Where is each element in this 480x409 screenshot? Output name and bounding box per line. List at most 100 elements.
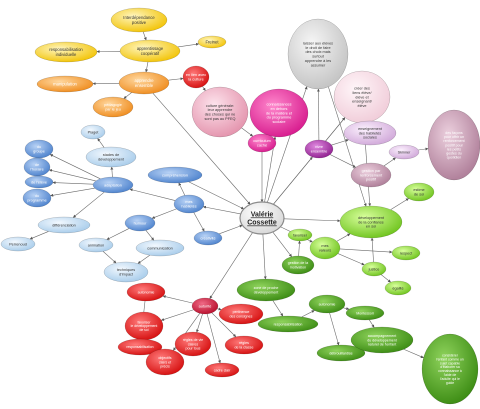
node-label: responsabilisation xyxy=(126,345,153,349)
node-label: des façons xyxy=(445,131,463,135)
node-label: de la confiance xyxy=(358,220,384,224)
connector-line xyxy=(142,31,147,41)
node-label: des habiletés xyxy=(359,131,381,135)
node-label: du programme xyxy=(267,116,292,120)
node-label: des choix mais xyxy=(305,50,330,54)
node-bubble xyxy=(124,214,156,232)
montessori-node: Montessori xyxy=(345,305,385,321)
connector-line xyxy=(272,231,292,257)
node-bubble xyxy=(126,282,166,302)
node-label: renforcement xyxy=(443,139,464,143)
node-label: apprendre à les xyxy=(305,59,331,63)
node-label: la culture xyxy=(188,78,203,82)
connector-line xyxy=(123,92,132,99)
node-bubble xyxy=(197,35,227,49)
dautonomie-node: autonomie xyxy=(308,294,346,314)
node-label: scolaire xyxy=(272,120,285,124)
node-label: mes xyxy=(321,244,328,248)
node-label: élève xyxy=(357,104,366,108)
node-label: en dehors xyxy=(271,107,288,111)
perrenoud-node: Perrenoud xyxy=(0,236,36,252)
node-bubble xyxy=(316,344,366,362)
node-bubble xyxy=(117,338,163,356)
connector-line xyxy=(343,307,350,311)
connector-line xyxy=(178,182,186,196)
connector-line xyxy=(161,309,194,321)
node-label: gestion de la xyxy=(288,261,308,265)
humour-node: humour xyxy=(124,214,156,232)
node-bubble xyxy=(388,144,420,160)
connector-line xyxy=(337,253,365,266)
connector-line xyxy=(202,205,241,215)
node-bubble xyxy=(24,139,54,159)
connector-line xyxy=(97,138,105,148)
node-bubble xyxy=(236,278,296,302)
connector-line xyxy=(297,240,301,257)
node-label: estime xyxy=(413,188,424,192)
node-label: de la matière et xyxy=(266,111,293,115)
node-label: en soi xyxy=(366,225,376,229)
node-label: connaissances xyxy=(266,103,291,107)
node-bubble xyxy=(34,41,98,63)
animation-node: animation xyxy=(78,237,114,253)
node-label: de soi xyxy=(414,193,424,197)
node-label: positif pour xyxy=(445,143,463,147)
node-label: sont pas au PFEQ xyxy=(204,117,235,121)
node-label: Skinner xyxy=(398,150,412,154)
skinner-node: Skinner xyxy=(388,144,420,160)
node-label: clairs et xyxy=(159,360,171,364)
node-bubble xyxy=(308,294,346,314)
freinet-node: Freinet xyxy=(197,35,227,49)
connector-line xyxy=(316,88,320,141)
piaget-node: Piaget xyxy=(80,124,106,140)
node-label: groupe xyxy=(33,150,45,154)
node-label: manipulation xyxy=(53,81,77,86)
node-bubble xyxy=(239,201,285,235)
node-label: de la classe xyxy=(235,345,254,349)
node-label: valeurs xyxy=(319,249,331,253)
connector-line xyxy=(217,307,222,311)
node-label: positif xyxy=(366,178,377,182)
node-label: justice xyxy=(368,267,380,271)
node-label: favoriser xyxy=(137,320,151,324)
creativite-node: créativité xyxy=(193,230,223,246)
connector-line xyxy=(152,93,251,205)
node-bubble xyxy=(218,303,264,325)
connector-line xyxy=(145,230,155,241)
node-bubble xyxy=(391,245,421,261)
node-bubble xyxy=(427,109,480,181)
node-label: objectifs xyxy=(158,356,171,360)
connector-line xyxy=(196,313,203,333)
node-bubble xyxy=(257,315,319,333)
connector-line xyxy=(383,157,396,167)
connector-line xyxy=(106,228,130,240)
node-label: enseignement xyxy=(358,127,383,131)
node-label: zone de proche xyxy=(254,286,279,290)
connector-line xyxy=(272,300,284,317)
connector-line xyxy=(177,42,200,48)
node-bubble xyxy=(350,162,392,188)
connections xyxy=(29,31,429,364)
connector-line xyxy=(211,312,237,338)
node-bubble xyxy=(24,175,54,189)
node-label: élève et xyxy=(355,95,369,99)
node-bubble xyxy=(403,182,435,202)
connector-line xyxy=(50,187,95,197)
connector-line xyxy=(262,233,267,280)
node-label: accompagnement xyxy=(368,334,397,338)
node-label: vivre xyxy=(315,145,323,149)
node-label: pertinence xyxy=(233,310,250,314)
node-label: ensemble xyxy=(135,83,154,88)
node-label: claires xyxy=(188,342,199,346)
